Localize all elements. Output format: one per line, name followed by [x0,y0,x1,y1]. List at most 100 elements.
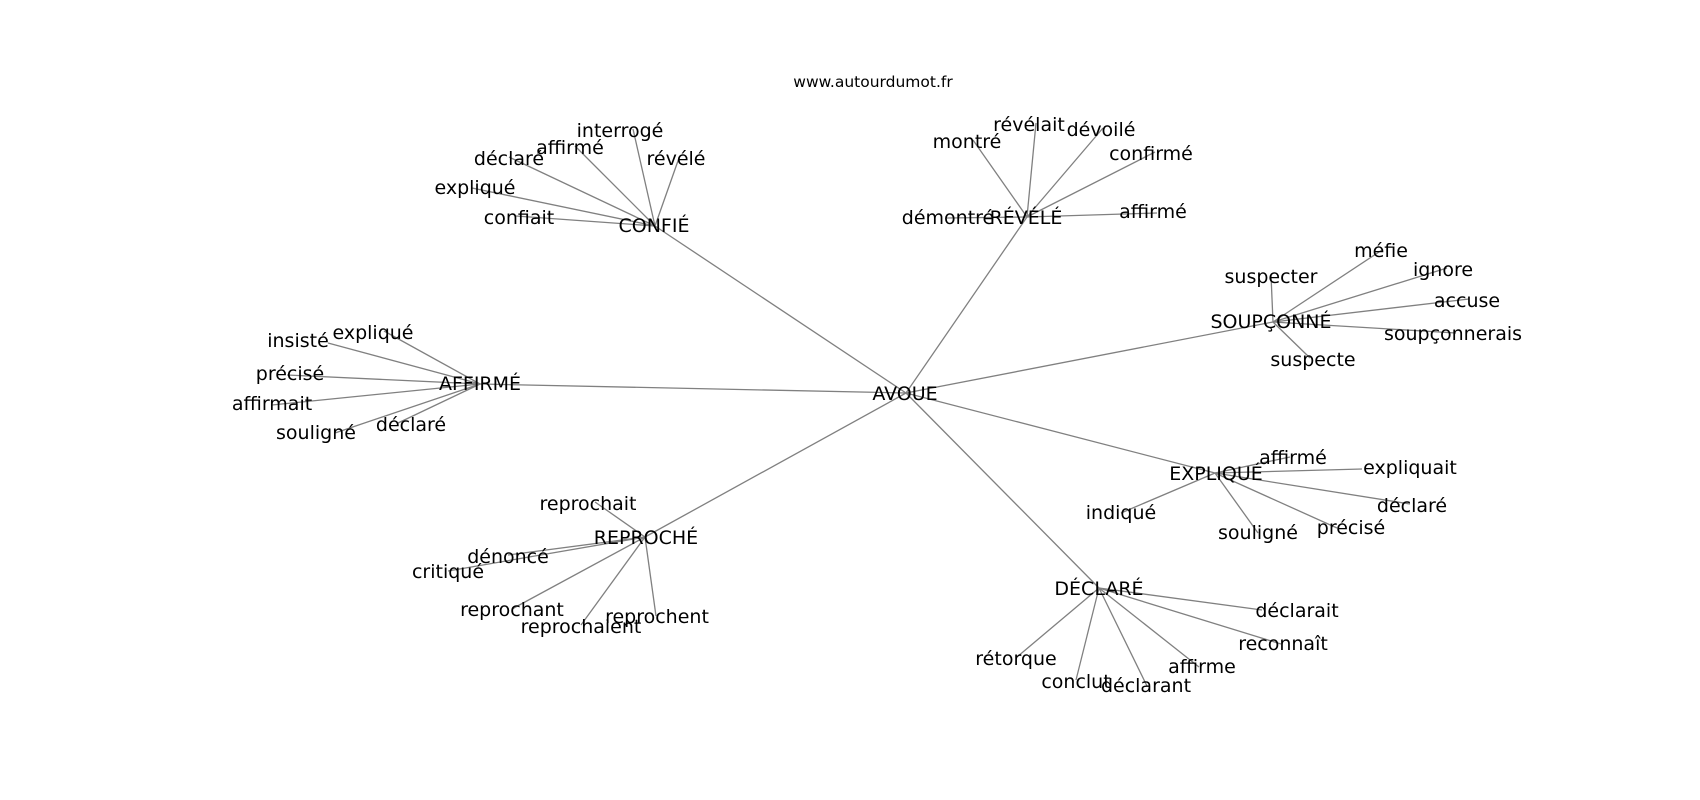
leaf-word-confie-3[interactable]: révélé [647,148,706,170]
leaf-word-declare-0[interactable]: déclarait [1255,600,1338,622]
edge-affirme-2 [286,374,481,385]
edge-declare-3 [1098,587,1200,668]
leaf-word-soupconne-4[interactable]: soupçonnerais [1384,323,1522,345]
edge-confie-2 [508,156,656,227]
edge-root-confie [654,225,907,394]
edge-revele-1 [1026,127,1104,218]
leaf-word-declare-4[interactable]: conclut [1041,671,1110,693]
leaf-word-explique-0[interactable]: affirmé [1259,447,1327,469]
edge-root-explique [905,392,1216,474]
leaf-word-explique-4[interactable]: précisé [1317,517,1385,539]
edge-reproche-2 [447,536,646,572]
edge-explique-0 [1214,456,1291,474]
leaf-word-confie-1[interactable]: affirmé [536,137,604,159]
edge-reproche-5 [580,536,646,626]
leaf-word-revele-4[interactable]: démontré [902,207,994,229]
edge-soupconne-5 [1272,321,1311,359]
edge-revele-4 [946,216,1028,219]
leaf-word-explique-3[interactable]: indiqué [1086,502,1156,524]
leaf-word-explique-2[interactable]: déclaré [1377,495,1447,517]
leaf-word-explique-1[interactable]: expliquait [1363,457,1457,479]
edge-root-revele [905,216,1028,394]
edge-soupconne-1 [1270,274,1274,323]
edge-explique-4 [1214,472,1338,529]
edge-affirme-1 [327,342,481,385]
edge-confie-3 [654,157,680,227]
cluster-word-affirme[interactable]: AFFIRMÉ [439,372,521,395]
leaf-word-affirme-5[interactable]: déclaré [376,414,446,436]
edge-revele-5 [1026,212,1158,218]
edge-affirme-5 [397,383,481,424]
edge-reproche-4 [644,536,657,617]
edge-affirme-4 [334,383,481,434]
leaf-word-reproche-0[interactable]: reprochait [539,493,636,515]
leaf-word-soupconne-5[interactable]: suspecte [1270,349,1355,371]
cluster-word-reproche[interactable]: REPROCHÉ [594,526,698,549]
edge-explique-3 [1120,472,1216,514]
edge-reproche-1 [507,536,646,556]
leaf-word-confie-5[interactable]: confiait [484,207,554,229]
edge-root-affirme [479,383,907,394]
cluster-word-revele[interactable]: RÉVÉLÉ [990,206,1063,229]
leaf-word-declare-1[interactable]: reconnaît [1238,633,1328,655]
leaf-word-revele-2[interactable]: montré [933,131,1002,153]
leaf-word-confie-0[interactable]: interrogé [577,120,664,142]
cluster-word-declare[interactable]: DÉCLARÉ [1054,577,1143,600]
leaf-word-revele-1[interactable]: dévoilé [1067,119,1136,141]
edge-root-reproche [644,392,907,538]
cluster-word-explique[interactable]: EXPLIQUÉ [1169,462,1263,485]
leaf-word-reproche-3[interactable]: reprochant [460,599,564,621]
leaf-word-soupconne-0[interactable]: méfie [1354,240,1408,262]
leaf-word-confie-2[interactable]: déclaré [474,148,544,170]
edge-root-soupconne [905,321,1274,394]
edge-revele-0 [1026,122,1037,218]
cluster-word-soupconne[interactable]: SOUPÇONNÉ [1210,310,1331,333]
leaf-word-soupconne-2[interactable]: ignore [1413,259,1473,281]
edge-soupconne-3 [1272,298,1470,323]
edge-revele-3 [1026,151,1156,218]
edge-explique-1 [1214,468,1363,474]
edge-affirme-0 [383,330,481,385]
edge-reproche-3 [511,536,646,610]
leaf-word-affirme-2[interactable]: précisé [256,363,324,385]
leaf-word-confie-4[interactable]: expliqué [434,177,515,199]
edge-confie-4 [471,187,656,227]
leaf-word-revele-5[interactable]: affirmé [1119,201,1187,223]
edge-root-declare [905,392,1100,589]
leaf-word-reproche-4[interactable]: reprochent [605,606,709,628]
root-word[interactable]: AVOUE [872,383,937,405]
leaf-word-soupconne-1[interactable]: suspecter [1225,266,1318,288]
edge-declare-0 [1098,587,1263,611]
edge-soupconne-0 [1272,249,1383,323]
edge-declare-1 [1098,587,1282,645]
edge-soupconne-2 [1272,267,1448,323]
edge-declare-5 [1098,587,1148,687]
edge-explique-5 [1214,472,1259,534]
edge-revele-2 [972,139,1028,218]
leaf-word-declare-5[interactable]: déclarant [1101,675,1191,697]
leaf-word-revele-3[interactable]: confirmé [1109,143,1193,165]
leaf-word-affirme-4[interactable]: souligné [276,422,356,444]
leaf-word-soupconne-3[interactable]: accuse [1434,290,1500,312]
leaf-word-declare-2[interactable]: rétorque [975,648,1056,670]
leaf-word-reproche-1[interactable]: dénoncé [467,546,549,568]
edge-reproche-0 [594,501,646,538]
leaf-word-explique-5[interactable]: souligné [1218,522,1298,544]
leaf-word-reproche-5[interactable]: reprochaient [521,616,642,638]
edge-declare-4 [1075,587,1100,681]
leaf-word-declare-3[interactable]: affirme [1168,656,1236,678]
leaf-word-affirme-0[interactable]: expliqué [332,322,413,344]
edge-confie-5 [515,215,656,227]
leaf-word-affirme-1[interactable]: insisté [267,330,329,352]
edge-declare-2 [1016,587,1100,658]
leaf-word-revele-0[interactable]: révélait [993,114,1065,136]
edge-explique-2 [1214,472,1411,505]
edge-confie-1 [574,145,656,227]
edges-layer [271,122,1470,687]
cluster-word-confie[interactable]: CONFIÉ [619,214,690,237]
leaf-word-affirme-3[interactable]: affirmait [232,393,312,415]
leaf-word-reproche-2[interactable]: critiqué [412,561,484,583]
edge-soupconne-4 [1272,321,1457,334]
